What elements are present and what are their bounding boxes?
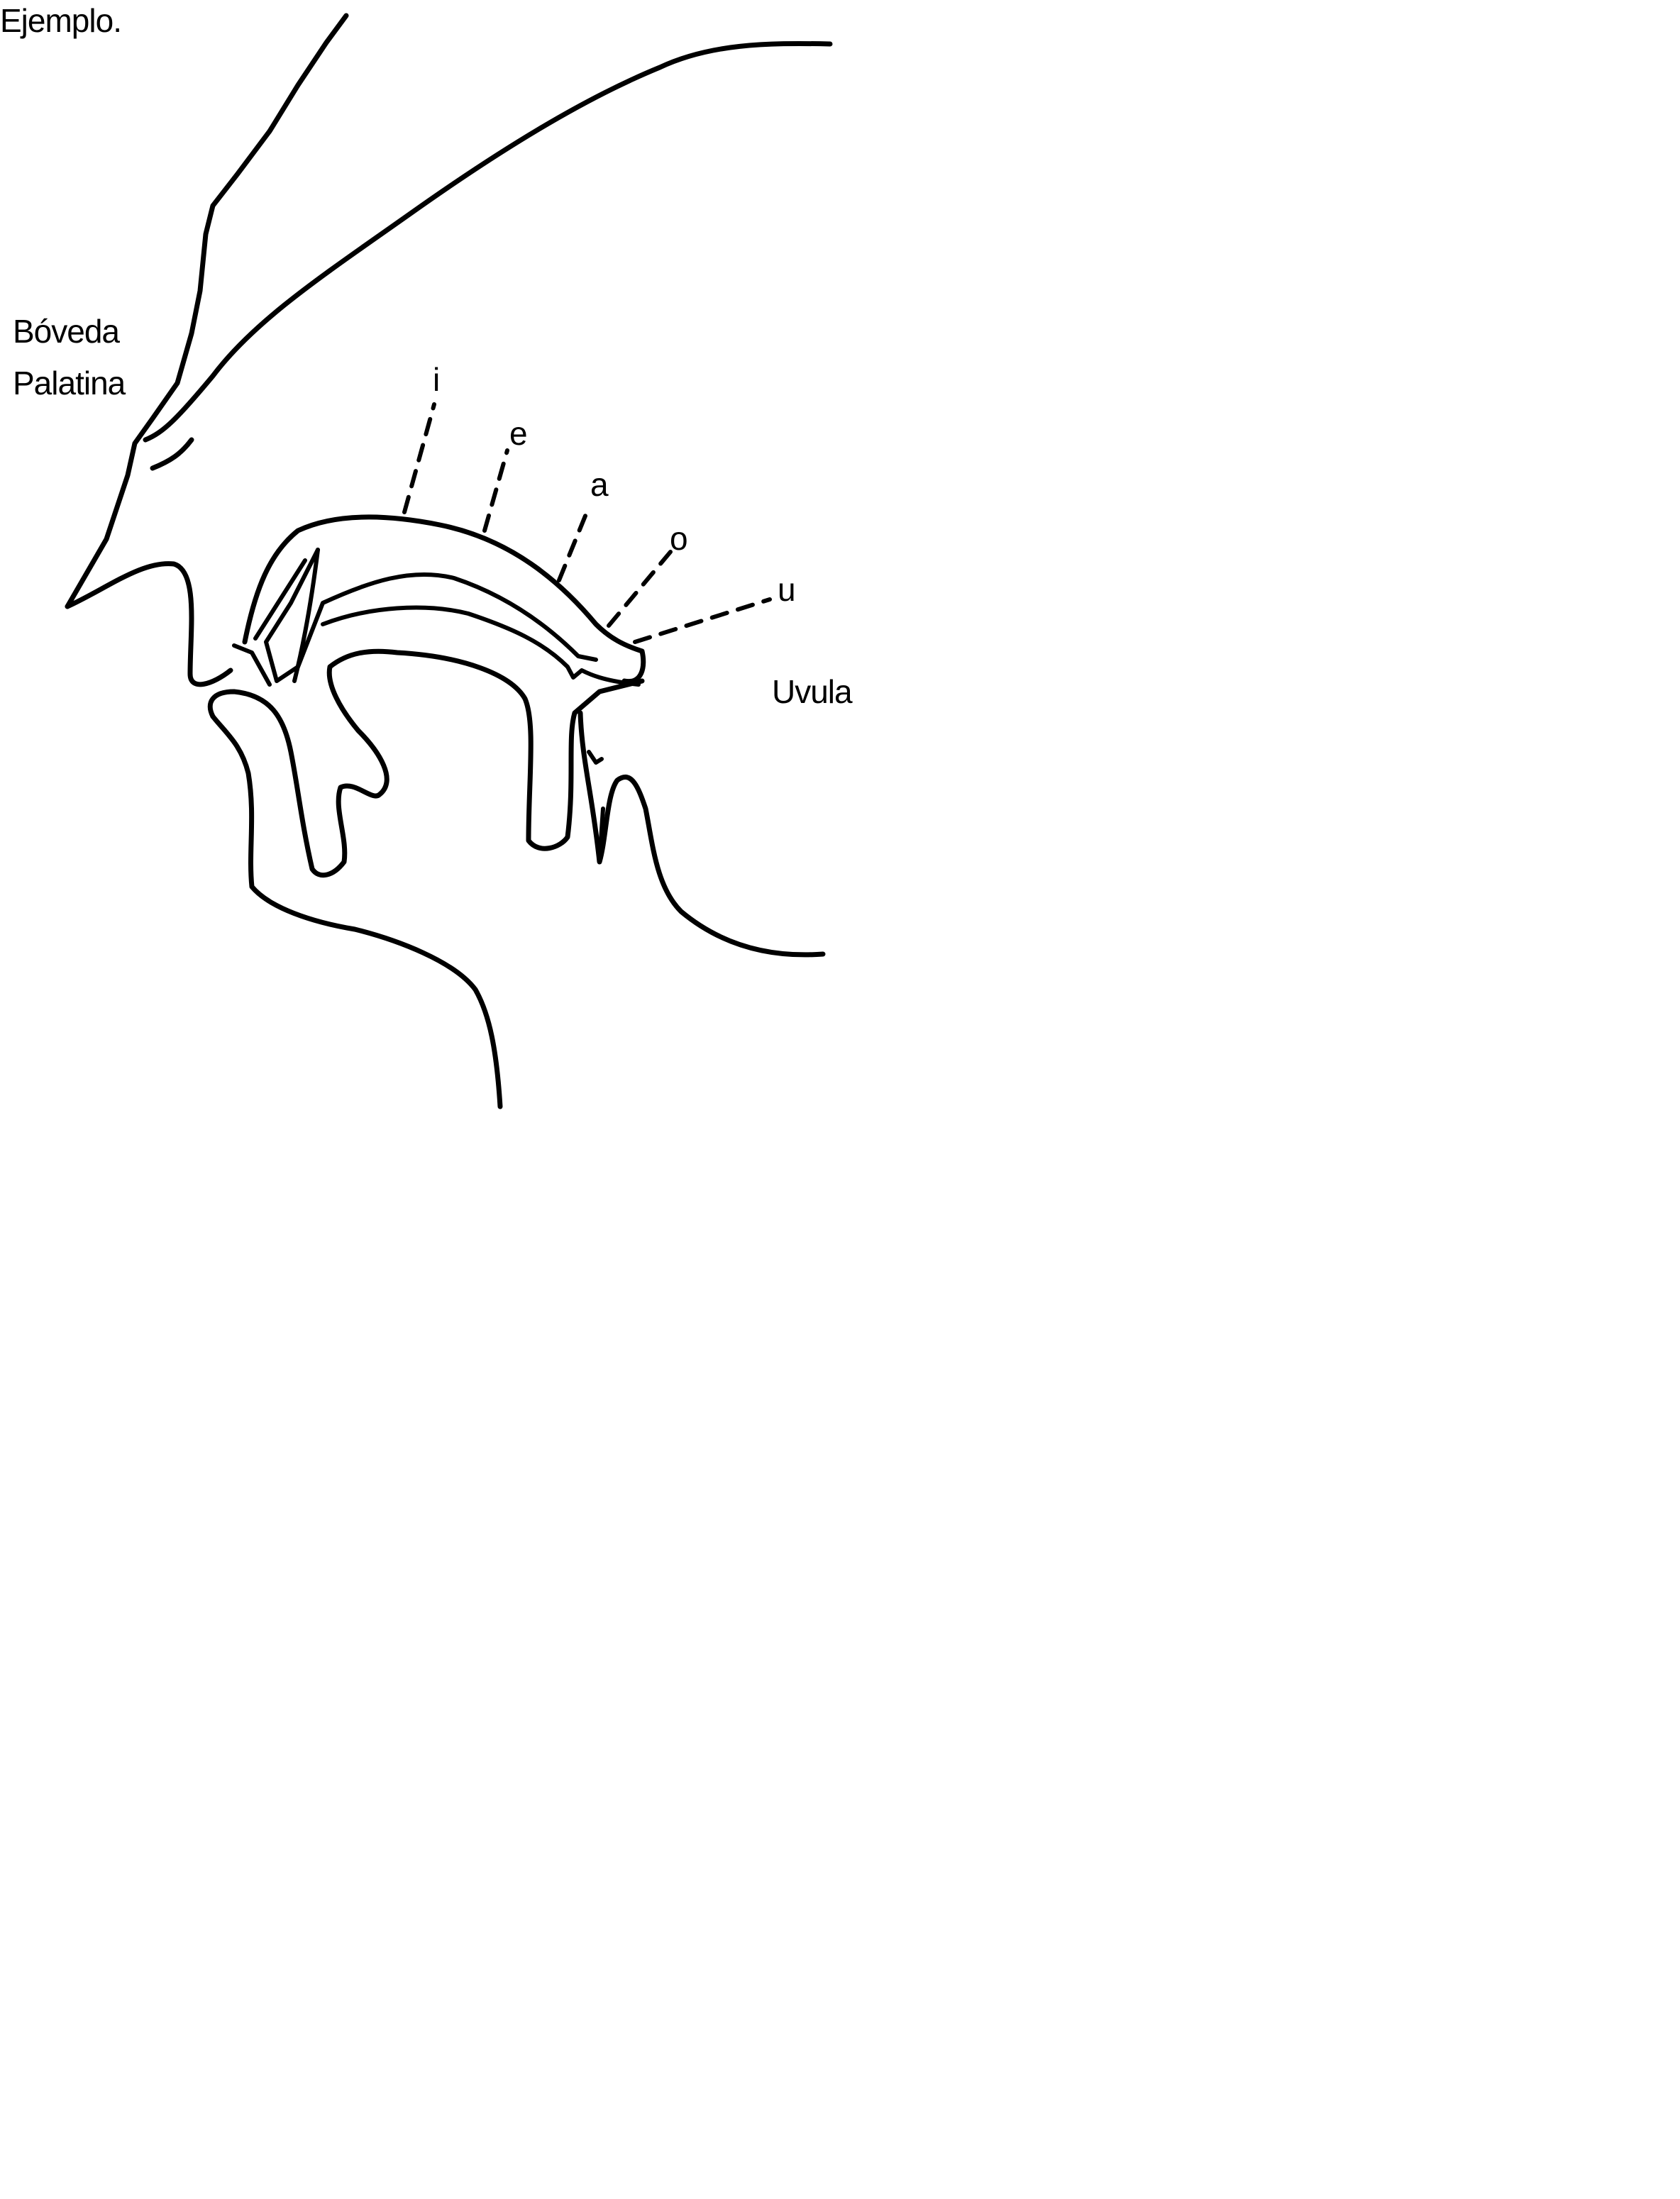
vowel-o-line xyxy=(609,552,670,626)
label-boveda-line1: Bóveda xyxy=(13,315,119,348)
vowel-label-u: u xyxy=(778,573,795,606)
vowel-e-line xyxy=(485,450,507,531)
nose-profile-line xyxy=(67,16,346,606)
vowel-label-e: e xyxy=(509,417,527,450)
vowel-label-a: a xyxy=(590,468,608,501)
vowel-a-line xyxy=(559,507,589,580)
vowel-label-i: i xyxy=(433,363,439,396)
diagram-canvas: Ejemplo. Bóveda Palatina Uvula i e a o u xyxy=(0,0,851,1114)
tongue-outline xyxy=(210,651,642,875)
upper-lip-line xyxy=(67,564,231,685)
vocal-tract-diagram xyxy=(0,0,851,1114)
nasal-cavity-outline xyxy=(145,43,830,468)
label-uvula: Uvula xyxy=(772,675,852,708)
vowel-i-line xyxy=(404,404,434,512)
throat-outline xyxy=(580,713,823,955)
vowel-u-line xyxy=(635,599,770,642)
vowel-label-o: o xyxy=(670,522,687,555)
heading-text: Ejemplo. xyxy=(0,4,121,37)
label-boveda-line2: Palatina xyxy=(13,367,125,399)
lower-jaw-chin xyxy=(213,716,500,1107)
